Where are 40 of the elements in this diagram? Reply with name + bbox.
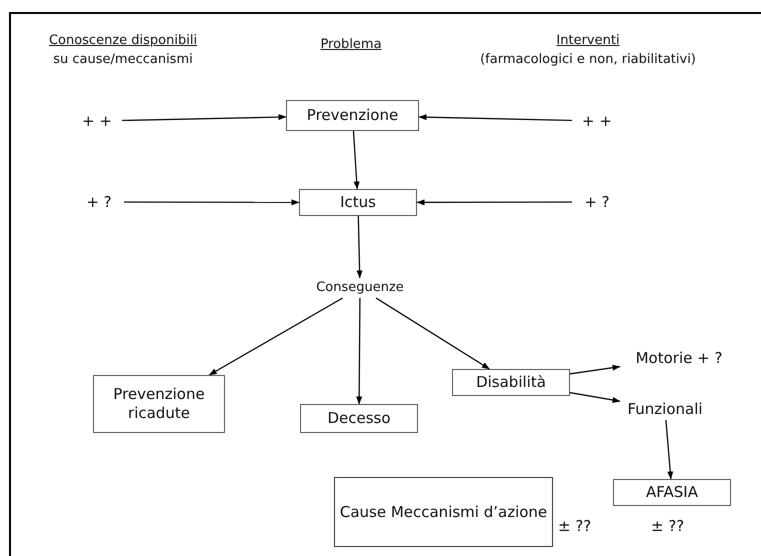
box-label: AFASIA bbox=[646, 483, 698, 502]
uncertainty-note: ± ?? bbox=[651, 517, 684, 535]
arrow bbox=[124, 199, 300, 206]
node-text: Motorie + ? bbox=[620, 347, 738, 369]
arrow bbox=[356, 298, 362, 404]
column-heading: Interventi bbox=[556, 33, 620, 48]
process-box bbox=[452, 369, 570, 396]
arrow bbox=[665, 420, 674, 480]
node-text: + ? bbox=[74, 191, 124, 213]
node-text: + + bbox=[72, 110, 122, 132]
process-box bbox=[93, 375, 225, 433]
arrow bbox=[352, 130, 360, 190]
process-box bbox=[300, 404, 418, 433]
arrow bbox=[416, 199, 572, 206]
arrow bbox=[418, 114, 572, 122]
arrow bbox=[376, 298, 490, 370]
arrow bbox=[570, 364, 620, 374]
node-text: + + bbox=[572, 110, 622, 132]
box-label: Cause Meccanismi d’azione bbox=[340, 502, 548, 522]
box-label: Ictus bbox=[340, 193, 376, 212]
process-box bbox=[613, 479, 731, 506]
arrow bbox=[570, 392, 620, 403]
box-label: Disabilità bbox=[476, 373, 546, 392]
column-subheading: su cause/meccanismi bbox=[53, 52, 193, 67]
arrow bbox=[356, 216, 363, 278]
node-text: Conseguenze bbox=[310, 278, 410, 298]
arrow bbox=[122, 114, 286, 122]
box-label: Prevenzione bbox=[306, 106, 398, 125]
uncertainty-note: ± ?? bbox=[558, 517, 592, 535]
column-subheading: (farmacologici e non, riabilitativi) bbox=[480, 52, 696, 67]
box-label: Decesso bbox=[327, 409, 391, 428]
node-text: Funzionali bbox=[620, 398, 710, 420]
process-box bbox=[299, 189, 417, 216]
node-text: + ? bbox=[572, 191, 622, 213]
process-box bbox=[334, 477, 553, 547]
column-heading: Problema bbox=[320, 37, 382, 52]
process-box bbox=[286, 100, 419, 131]
box-label: Prevenzione ricadute bbox=[112, 385, 206, 423]
arrow bbox=[208, 297, 343, 376]
column-heading: Conoscenze disponibili bbox=[48, 33, 198, 48]
